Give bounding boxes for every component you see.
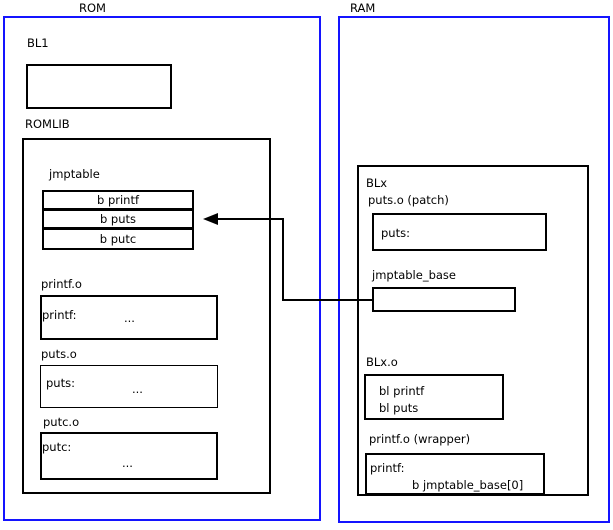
text-blx-o-line1: bl printf: [379, 384, 425, 398]
label-putc-o: putc.o: [43, 415, 80, 429]
label-romlib: ROMLIB: [25, 117, 70, 131]
label-blx: BLx: [366, 176, 388, 190]
text-printf-body: ...: [124, 311, 135, 325]
label-puts-o-patch: puts.o (patch): [368, 193, 449, 207]
text-printf-symbol: printf:: [42, 308, 77, 322]
text-putc-symbol: putc:: [42, 440, 72, 454]
jmptable-entry-puts: b puts: [42, 209, 194, 229]
label-blx-o: BLx.o: [366, 355, 398, 369]
region-title-rom: ROM: [79, 1, 106, 15]
box-blx-o: [364, 374, 504, 420]
text-blx-o-line2: bl puts: [379, 401, 419, 415]
box-printf-o-wrapper: [365, 453, 545, 495]
text-printf-wrapper-body: b jmptable_base[0]: [412, 478, 524, 492]
box-jmptable-base: [372, 287, 516, 312]
box-putc-o: [40, 432, 218, 480]
label-puts-o: puts.o: [41, 347, 77, 361]
label-jmptable-base: jmptable_base: [372, 268, 456, 282]
region-title-ram: RAM: [350, 1, 376, 15]
text-puts-symbol: puts:: [46, 376, 75, 390]
text-puts-patch-symbol: puts:: [381, 226, 410, 240]
label-jmptable: jmptable: [49, 167, 100, 181]
label-printf-o: printf.o: [41, 277, 82, 291]
box-printf-o: [40, 295, 218, 340]
jmptable-entry-printf: b printf: [42, 190, 194, 210]
text-puts-body: ...: [132, 382, 143, 396]
box-bl1: [26, 64, 172, 109]
box-puts-o: [40, 365, 218, 408]
label-printf-o-wrapper: printf.o (wrapper): [369, 432, 471, 446]
text-putc-body: ...: [122, 456, 133, 470]
box-puts-o-patch: [372, 213, 547, 251]
jmptable-entry-putc: b putc: [42, 228, 194, 250]
text-printf-wrapper-symbol: printf:: [370, 461, 405, 475]
label-bl1: BL1: [27, 36, 49, 50]
